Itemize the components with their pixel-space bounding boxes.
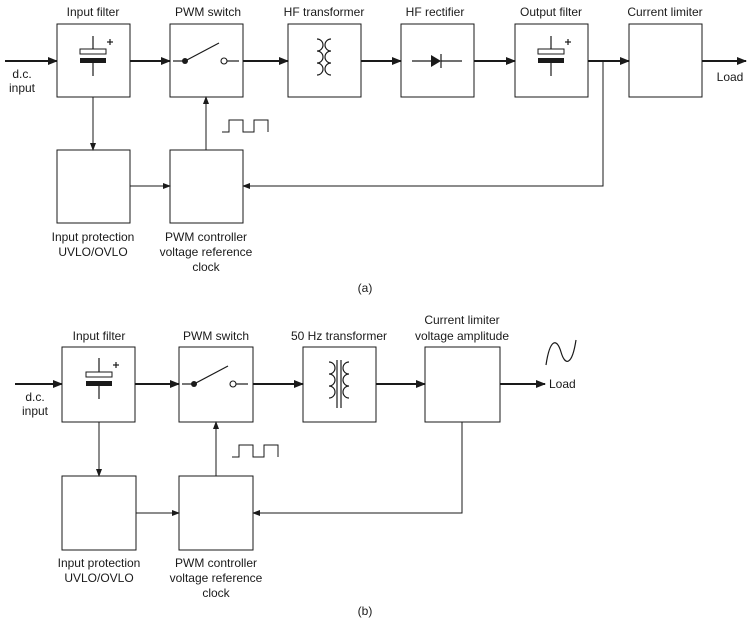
b-input-protection-label-line1: Input protection [58,556,141,570]
a-feedback-line [242,61,604,189]
a-hf-transformer-label: HF transformer [284,5,365,19]
a-input-protection-label-line1: Input protection [52,230,135,244]
b-pwm-switch-icon [182,365,248,388]
a-hf-rectifier-label: HF rectifier [406,5,465,19]
b-pulse-waveform-icon [232,444,279,458]
a-current-limiter-block [628,23,703,98]
b-current-limiter-label-line2: voltage amplitude [415,329,509,343]
b-current-limiter-label-line1: Current limiter [424,313,499,327]
a-output-filter-label: Output filter [520,5,582,19]
b-current-limiter-block [424,346,501,423]
b-feedback-line [252,422,463,516]
a-input-protection-block [56,149,131,224]
b-caption: (b) [358,604,373,618]
a-input-protection-label-line2: UVLO/OVLO [58,245,127,259]
b-pwm-controller-block [178,475,254,551]
b-iron-core-transformer-icon [328,360,350,408]
a-pwm-switch-icon [173,42,239,65]
a-transformer-coil-icon [316,38,332,76]
a-pwm-controller-label-line1: PWM controller [165,230,247,244]
a-input-label-line1: d.c. [12,67,31,81]
diagram-a: d.c. input Input filter PWM switch HF tr… [5,5,747,295]
b-input-filter-capacitor-icon [85,358,119,399]
a-output-filter-capacitor-icon [537,36,571,76]
diagram-b: d.c. input Input filter PWM switch 50 Hz… [15,313,577,618]
a-input-filter-capacitor-icon [79,36,113,76]
a-current-limiter-label: Current limiter [627,5,702,19]
b-pwm-controller-label-line3: clock [202,586,230,600]
b-pwm-controller-label-line1: PWM controller [175,556,257,570]
b-50hz-transformer-label: 50 Hz transformer [291,329,387,343]
a-pwm-controller-label-line2: voltage reference [160,245,253,259]
b-sine-wave-icon [545,339,577,366]
a-diode-icon [412,54,462,68]
b-input-label-line2: input [22,404,49,418]
a-load-label: Load [717,70,744,84]
a-input-filter-label: Input filter [67,5,120,19]
b-load-label: Load [549,377,576,391]
b-input-protection-block [61,475,137,551]
b-input-filter-label: Input filter [73,329,126,343]
b-pwm-controller-label-line2: voltage reference [170,571,263,585]
a-pwm-controller-block [169,149,244,224]
a-pwm-switch-label: PWM switch [175,5,241,19]
a-pwm-controller-label-line3: clock [192,260,220,274]
a-hf-transformer-block [287,23,362,98]
b-input-label-line1: d.c. [25,390,44,404]
b-pwm-switch-label: PWM switch [183,329,249,343]
a-pulse-waveform-icon [222,119,269,133]
a-caption: (a) [358,281,373,295]
b-input-protection-label-line2: UVLO/OVLO [64,571,133,585]
b-50hz-transformer-block [302,346,377,423]
a-input-label-line2: input [9,81,36,95]
